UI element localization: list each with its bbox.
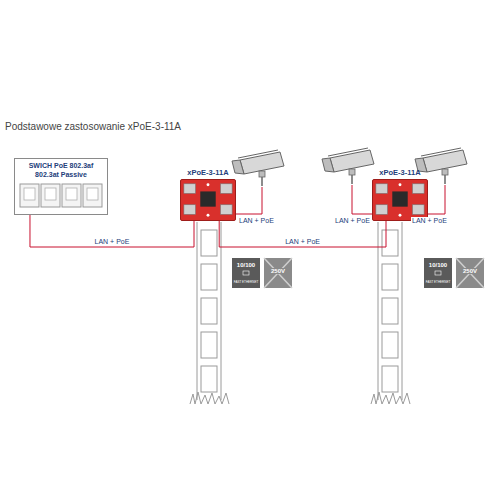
screw xyxy=(207,214,210,217)
rj45 xyxy=(376,184,388,194)
port-socket xyxy=(24,188,35,200)
feature-icon xyxy=(232,258,292,288)
poe-device: xPoE-3-11A xyxy=(372,168,428,221)
camera xyxy=(322,148,374,184)
poe-device: xPoE-3-11A xyxy=(180,168,236,221)
rj45 xyxy=(184,184,196,194)
switch-label: SWICH PoE 802.3af 802.3at Passive xyxy=(19,162,103,180)
board-details xyxy=(181,180,235,220)
screw xyxy=(399,214,402,217)
camera xyxy=(232,150,284,186)
board-details xyxy=(373,180,427,220)
device-name: xPoE-3-11A xyxy=(180,168,236,177)
rj45 xyxy=(413,184,425,194)
connector-label: LAN + PoE xyxy=(94,238,131,245)
speed-label: 10/100 xyxy=(429,262,447,268)
rj45 xyxy=(221,205,233,215)
poe-board xyxy=(180,179,236,221)
voltage-label: 250V xyxy=(462,268,478,274)
screw xyxy=(207,183,210,186)
chip xyxy=(200,191,215,206)
diagram-title: Podstawowe zastosowanie xPoE-3-11A xyxy=(5,121,181,132)
tower xyxy=(371,222,410,404)
connector xyxy=(30,215,194,247)
port xyxy=(20,184,39,207)
chip xyxy=(392,191,407,206)
port-socket xyxy=(45,188,56,200)
connector xyxy=(219,221,386,247)
port-socket xyxy=(66,188,77,200)
port-socket xyxy=(87,188,98,200)
wire-label: LAN + PoE xyxy=(334,217,371,224)
rj45 xyxy=(376,205,388,215)
speed-label: 10/100 xyxy=(237,262,255,268)
voltage-label: 250V xyxy=(270,268,286,274)
port xyxy=(83,184,102,207)
wire-label: LAN + PoE xyxy=(411,217,448,224)
ethernet-label: FAST ETHERNET xyxy=(234,280,258,284)
connector-label: LAN + PoE xyxy=(284,238,321,245)
poe-board xyxy=(372,179,428,221)
feature-icon xyxy=(424,258,484,288)
poe-switch: SWICH PoE 802.3af 802.3at Passive xyxy=(14,158,108,215)
port xyxy=(41,184,60,207)
tower xyxy=(190,222,229,404)
ethernet-label: FAST ETHERNET xyxy=(426,280,450,284)
rj45 xyxy=(413,205,425,215)
rj45 xyxy=(184,205,196,215)
switch-ports xyxy=(19,183,103,209)
port xyxy=(62,184,81,207)
screw xyxy=(399,183,402,186)
wire-label: LAN + PoE xyxy=(238,217,275,224)
rj45 xyxy=(221,184,233,194)
device-name: xPoE-3-11A xyxy=(372,168,428,177)
